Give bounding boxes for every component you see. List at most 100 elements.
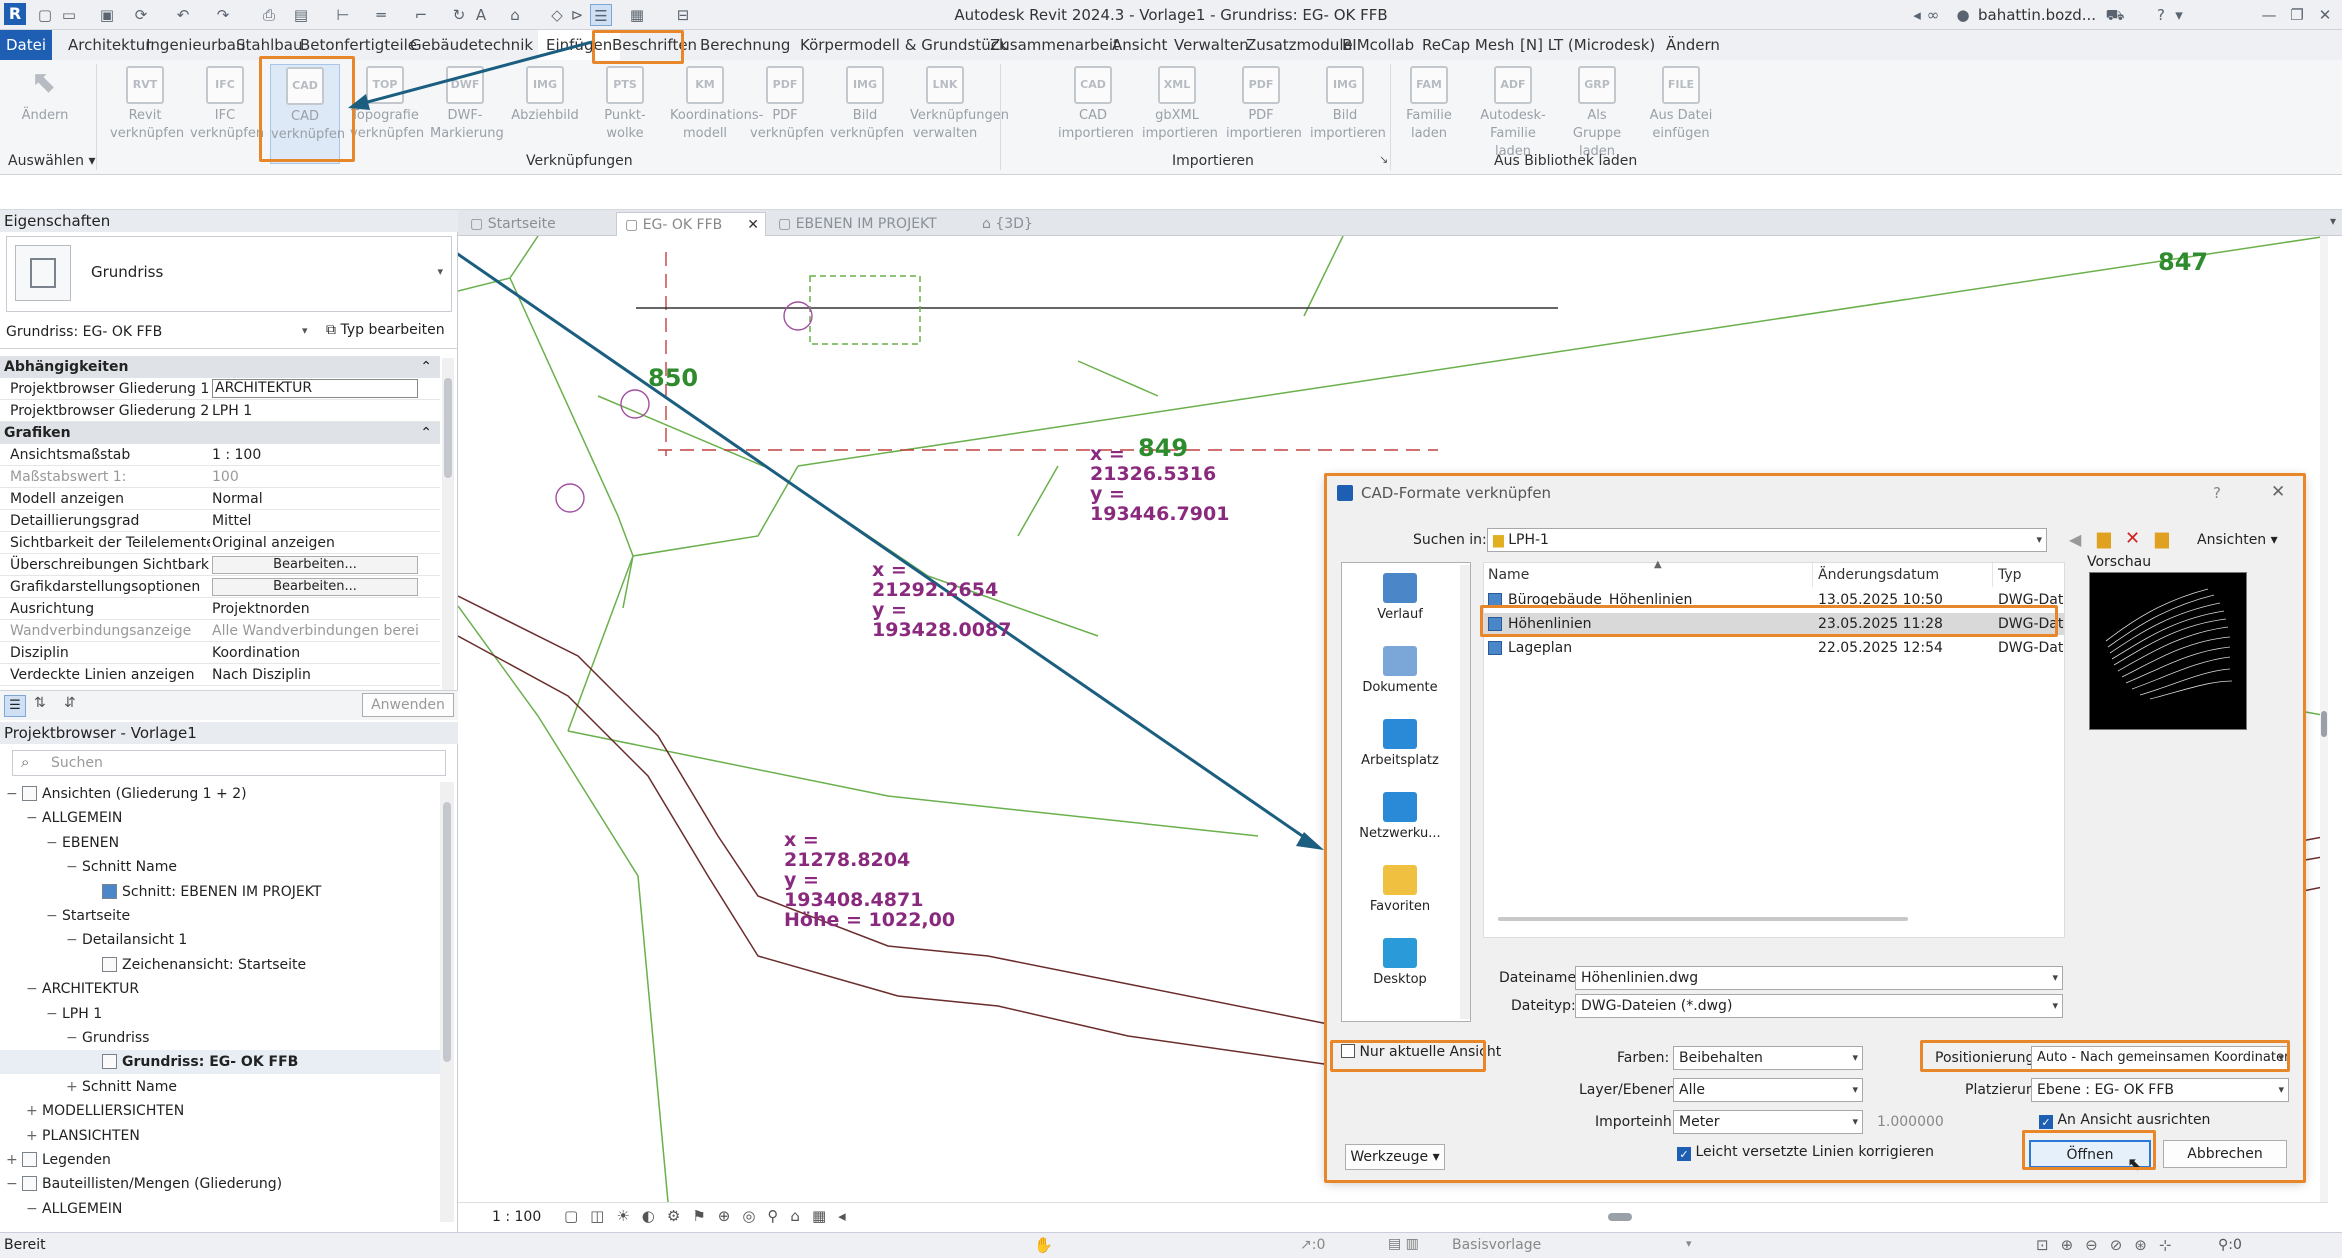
expand-icon[interactable]: + (26, 1127, 38, 1144)
model-selector[interactable]: Basisvorlage (1452, 1237, 1542, 1253)
column-type[interactable]: Typ (1998, 567, 2022, 583)
group-select[interactable]: Auswählen ▾ (8, 153, 96, 169)
cancel-button[interactable]: Abbrechen (2163, 1140, 2287, 1168)
redo-icon[interactable]: ↷ (216, 6, 230, 24)
print-icon[interactable]: ⎙ (262, 6, 275, 24)
cart-icon[interactable]: ⛟ (2105, 6, 2125, 24)
minimize-icon[interactable]: — (2261, 6, 2277, 24)
scrollbar-thumb[interactable] (1608, 1213, 1632, 1221)
dimension-icon[interactable]: ═ (376, 6, 386, 24)
open-button[interactable]: Öffnen (2029, 1140, 2151, 1168)
customize-icon[interactable]: ⊟ (676, 6, 690, 24)
selection-filter-icons[interactable]: ⊡⊕⊖⊘⊛⊹ (2036, 1236, 2184, 1254)
folder-icon[interactable]: ▭ (61, 6, 77, 24)
expand-icon[interactable]: + (6, 1152, 18, 1168)
collapse-icon[interactable]: − (66, 932, 78, 949)
browser-scrollbar[interactable] (440, 782, 454, 1222)
scrollbar-thumb[interactable] (444, 378, 452, 478)
tab-recap-mesh[interactable]: ReCap Mesh (1422, 36, 1515, 54)
checkbox-unchecked[interactable] (1341, 1044, 1355, 1058)
orient-to-view-checkbox[interactable]: ✓ An Ansicht ausrichten (2039, 1112, 2210, 1129)
colors-dropdown[interactable]: Beibehalten▾ (1673, 1046, 1863, 1070)
sort-az-icon[interactable]: ⇅ (34, 695, 46, 711)
view-tab[interactable]: ▢ EBENEN IM PROJEKT (770, 212, 970, 236)
checkbox-checked[interactable]: ✓ (2039, 1115, 2053, 1129)
tab-zusatzmodule[interactable]: Zusatzmodule (1246, 36, 1353, 54)
type-selector[interactable]: Grundriss ▾ (6, 236, 452, 312)
file-list-hscrollbar[interactable] (1498, 917, 1908, 921)
tab-bimcollab[interactable]: BIMcollab (1342, 36, 1415, 54)
sheet-icon[interactable]: ▤ (293, 6, 309, 24)
place-arbeitsplatz[interactable]: Arbeitsplatz (1342, 713, 1458, 783)
place-netzwerku[interactable]: Netzwerku... (1342, 786, 1458, 856)
model-dropdown-icon[interactable]: ▾ (1686, 1237, 1692, 1250)
scrollbar-thumb[interactable] (443, 802, 451, 1062)
worksharing-icon[interactable]: ✋ (1034, 1236, 1053, 1254)
home-icon[interactable]: ⌂ (510, 6, 520, 24)
current-view-only-checkbox[interactable]: Nur aktuelle Ansicht (1341, 1044, 1501, 1060)
view-scale[interactable]: 1 : 100 (492, 1209, 542, 1225)
back-icon[interactable]: ◀ (2069, 530, 2082, 549)
search-left-icon[interactable]: ◂ (1913, 6, 1921, 24)
type-dropdown-icon[interactable]: ▾ (437, 265, 443, 278)
measure-icon[interactable]: ⊢ (336, 6, 350, 24)
undo-icon[interactable]: ↶ (176, 6, 190, 24)
filename-input[interactable]: Höhenlinien.dwg▾ (1575, 966, 2063, 990)
canvas-vscrollbar[interactable] (2320, 236, 2328, 1202)
instance-selector[interactable]: Grundriss: EG- OK FFB (6, 324, 163, 340)
tree-node[interactable]: −LPH 1 (0, 1002, 440, 1026)
expand-icon[interactable]: + (66, 1078, 78, 1095)
place-favoriten[interactable]: Favoriten (1342, 859, 1458, 929)
collapse-icon[interactable]: − (66, 1030, 78, 1046)
user-name[interactable]: bahattin.bozd... (1978, 6, 2097, 24)
user-icon[interactable]: ● (1956, 6, 1970, 24)
tree-node[interactable]: −Detailansicht 1 (0, 928, 440, 952)
view-tab[interactable]: ▢ Startseite (462, 212, 612, 236)
collapse-icon[interactable]: − (6, 1176, 18, 1193)
browser-search-field[interactable]: ⌕ Suchen (12, 750, 446, 776)
close-tab-icon[interactable]: ✕ (747, 217, 759, 233)
place-desktop[interactable]: Desktop (1342, 932, 1458, 1002)
tree-node[interactable]: +Legenden (0, 1148, 440, 1172)
collapse-icon[interactable]: − (26, 981, 38, 998)
design-option-icon[interactable]: ▤ ▥ (1388, 1236, 1419, 1252)
tools-button[interactable]: Werkzeuge ▾ (1345, 1144, 1445, 1170)
tab-zusammenarbeit[interactable]: Zusammenarbeit (990, 36, 1119, 54)
tree-node[interactable]: −Startseite (0, 904, 440, 928)
tab-ändern[interactable]: Ändern (1666, 36, 1720, 54)
tree-node[interactable]: −ALLGEMEIN (0, 1197, 440, 1221)
tab-ingenieurbau[interactable]: Ingenieurbau (146, 36, 246, 54)
sync-icon[interactable]: ⟳ (134, 6, 148, 24)
collapse-icon[interactable]: − (46, 908, 58, 924)
view-control-icons[interactable]: ▢◫☀◐⚙⚑⊕◎⚲⌂▦◂ (564, 1207, 858, 1225)
section-icon[interactable]: ⊳ (570, 6, 584, 24)
tab-datei[interactable]: Datei (0, 30, 52, 60)
collapse-icon[interactable]: − (46, 1005, 58, 1022)
property-section[interactable]: Grafiken⌃ (0, 422, 440, 444)
help-dropdown-icon[interactable]: ▾ (2175, 6, 2183, 24)
tree-node[interactable]: −Bauteillisten/Mengen (Gliederung) (0, 1172, 440, 1196)
tag-icon[interactable]: ⌐ (414, 6, 428, 24)
views-menu-button[interactable]: Ansichten ▾ (2197, 532, 2278, 548)
rotate-icon[interactable]: ↻ (452, 6, 466, 24)
filter-count[interactable]: ⚲:0 (2218, 1237, 2242, 1253)
tree-node[interactable]: Grundriss: EG- OK FFB (0, 1050, 440, 1075)
canvas-hscrollbar[interactable] (1098, 1212, 2198, 1222)
collapse-icon[interactable]: − (46, 834, 58, 851)
placement-dropdown[interactable]: Ebene : EG- OK FFB▾ (2031, 1078, 2289, 1102)
up-folder-icon[interactable]: ▆ (2097, 528, 2111, 549)
